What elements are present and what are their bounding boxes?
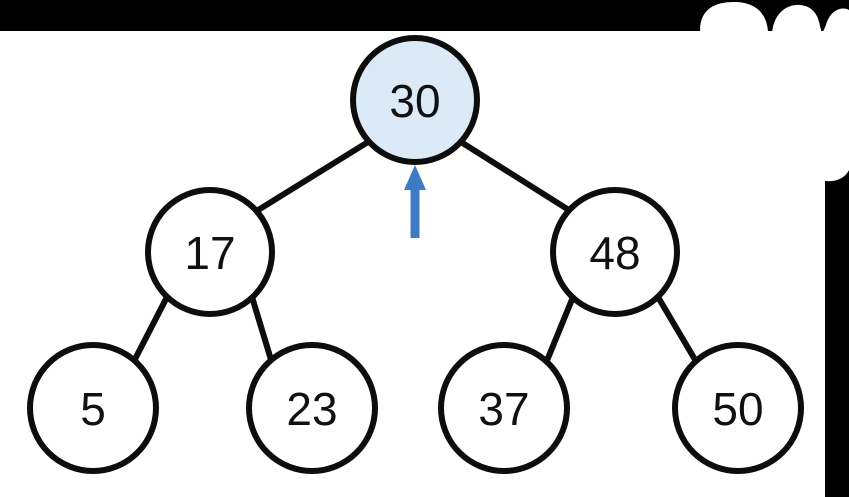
- tree-node-50[interactable]: 50: [672, 342, 804, 474]
- node-circle-48[interactable]: [550, 187, 680, 317]
- pointer-shaft: [410, 188, 420, 238]
- edge-48-50: [655, 294, 700, 366]
- edge-48-37: [543, 294, 576, 366]
- tree-nodes: 30 17 48 5 23 37: [27, 35, 804, 474]
- pointer-head: [404, 165, 426, 190]
- node-circle-50[interactable]: [672, 342, 804, 474]
- node-circle-17[interactable]: [145, 187, 275, 317]
- tree-node-48[interactable]: 48: [550, 187, 680, 317]
- node-label-37: 37: [478, 383, 529, 435]
- hand-occlusion-blob-body: [700, 90, 849, 182]
- node-circle-23[interactable]: [246, 342, 378, 474]
- edge-17-5: [130, 294, 170, 366]
- node-label-50: 50: [712, 383, 763, 435]
- tree-node-37[interactable]: 37: [438, 342, 570, 474]
- node-circle-30[interactable]: [350, 35, 480, 165]
- node-label-30: 30: [389, 75, 440, 127]
- node-label-17: 17: [184, 227, 235, 279]
- node-label-23: 23: [286, 383, 337, 435]
- tree-node-5[interactable]: 5: [27, 342, 159, 474]
- edge-30-17: [252, 139, 371, 215]
- edge-17-23: [249, 294, 275, 366]
- node-circle-5[interactable]: [27, 342, 159, 474]
- node-label-48: 48: [589, 227, 640, 279]
- edge-30-48: [458, 139, 575, 215]
- tree-node-17[interactable]: 17: [145, 187, 275, 317]
- node-label-5: 5: [80, 383, 106, 435]
- tree-node-23[interactable]: 23: [246, 342, 378, 474]
- tree-edges: [130, 139, 700, 366]
- node-circle-37[interactable]: [438, 342, 570, 474]
- root-pointer-arrow-icon: [404, 165, 426, 238]
- tree-node-30[interactable]: 30: [350, 35, 480, 165]
